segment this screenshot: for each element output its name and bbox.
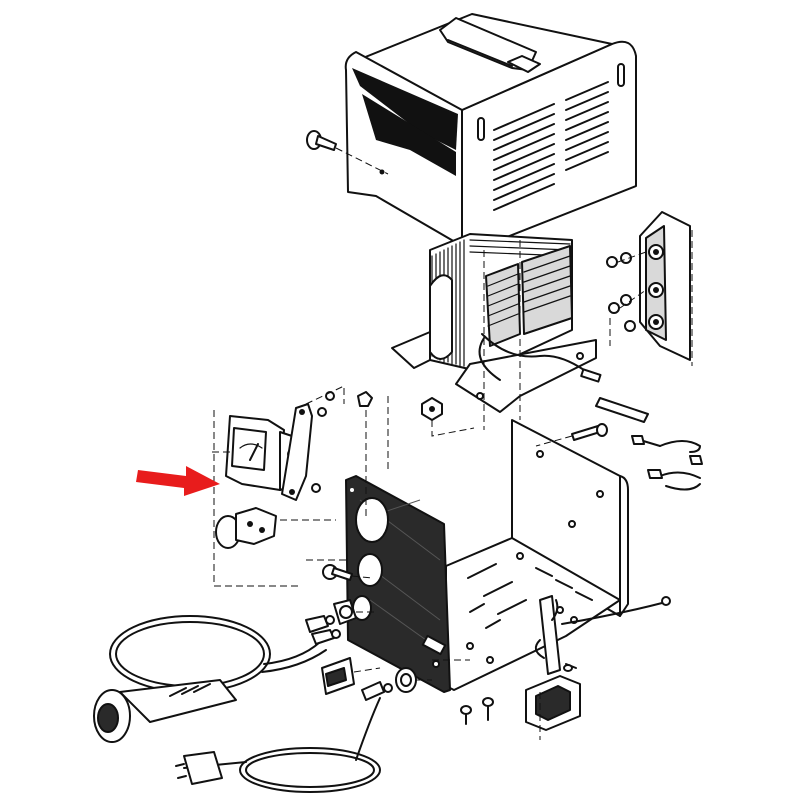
dc-cord-terminals (305, 615, 341, 645)
meter-assembly (215, 403, 336, 549)
meter-hardware (212, 385, 373, 587)
chassis-screw-right (482, 697, 494, 721)
transformer (391, 233, 649, 423)
timer-switch (321, 657, 381, 695)
ac-power-cord (175, 697, 381, 793)
highlight-arrow (136, 466, 220, 496)
jumper-wire-lower (647, 455, 703, 491)
fuse-link (534, 595, 561, 675)
dc-charging-cord (93, 615, 327, 743)
chassis-screw-left (460, 705, 472, 725)
chassis (345, 419, 629, 693)
ground-wire (561, 596, 671, 625)
jumper-wire-upper (631, 435, 701, 453)
cover-handle (439, 17, 541, 73)
charger-cover (344, 13, 637, 251)
assembly-guides (306, 240, 611, 740)
cover-screw (306, 130, 389, 175)
back-screw (535, 423, 608, 447)
rectifier-plate (639, 211, 693, 366)
cover-vents (493, 81, 609, 211)
ac-cord-terminals (361, 681, 393, 701)
strain-relief-dc (333, 599, 378, 625)
transformer-nut (421, 397, 475, 437)
rectifier-hardware (606, 251, 647, 332)
strain-relief-ac (395, 667, 432, 693)
relay-module (525, 663, 581, 731)
panel-screw (322, 564, 373, 581)
